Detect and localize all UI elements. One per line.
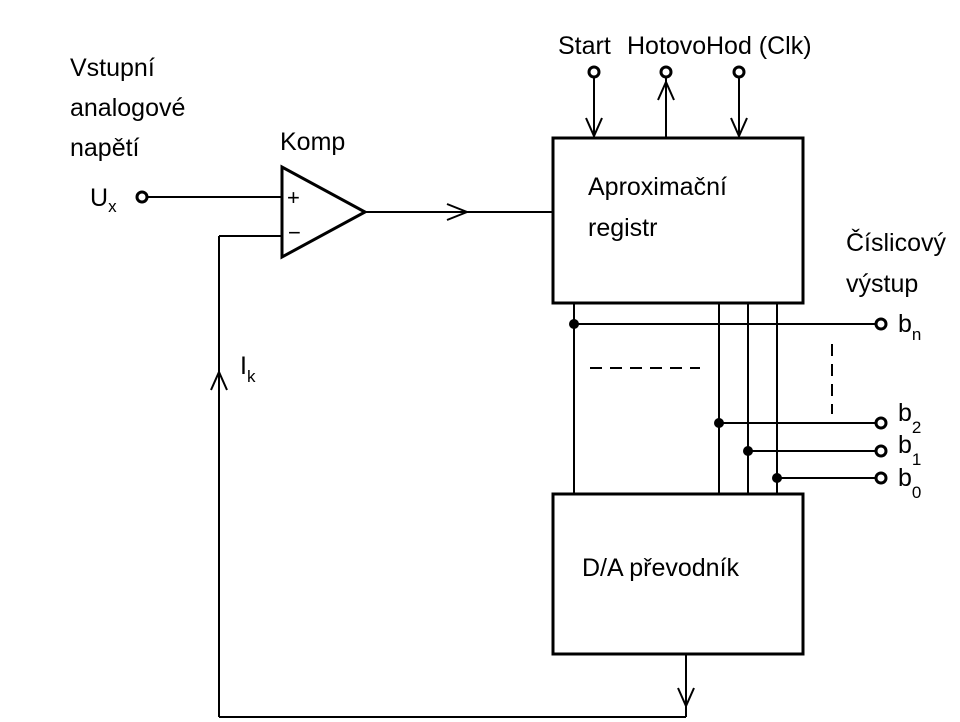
comparator-label: Komp bbox=[280, 128, 345, 156]
start-terminal bbox=[587, 65, 601, 79]
output-label-bn: bn bbox=[898, 310, 921, 344]
junction-bn bbox=[569, 319, 579, 329]
register-label-line-1: Aproximační bbox=[588, 173, 727, 201]
output-label-b2: b2 bbox=[898, 399, 921, 437]
da-converter-label: D/A převodník bbox=[582, 554, 740, 582]
approximation-register-box bbox=[551, 136, 805, 305]
digital-output-label-line-2: výstup bbox=[846, 270, 918, 298]
input-label-line-3: napětí bbox=[70, 134, 140, 162]
hotovo-terminal bbox=[659, 65, 673, 79]
comparator-triangle bbox=[280, 164, 369, 260]
clock-terminal bbox=[732, 65, 746, 79]
digital-output-label-line-1: Číslicový bbox=[846, 228, 947, 257]
feedback-current-label: Ik bbox=[240, 352, 256, 386]
junction-b0 bbox=[772, 473, 782, 483]
start-arrow-icon bbox=[585, 117, 603, 139]
input-terminal bbox=[135, 190, 149, 204]
output-terminal-b0 bbox=[874, 471, 888, 485]
input-label: Vstupní analogové napětí bbox=[70, 54, 185, 162]
input-label-line-2: analogové bbox=[70, 94, 185, 122]
input-label-line-1: Vstupní bbox=[70, 54, 155, 82]
start-label: Start bbox=[558, 32, 611, 60]
dac-output-arrow-icon bbox=[677, 687, 695, 709]
clock-arrow-icon bbox=[730, 117, 748, 139]
output-label-b0: b0 bbox=[898, 464, 921, 502]
output-terminal-b2 bbox=[874, 416, 888, 430]
hotovo-label: Hotovo bbox=[627, 32, 706, 60]
junction-b1 bbox=[743, 446, 753, 456]
feedback-arrow-icon bbox=[210, 369, 228, 391]
comparator-output-arrow bbox=[446, 203, 470, 221]
da-converter-box bbox=[551, 492, 805, 656]
output-terminal-bn bbox=[874, 317, 888, 331]
comparator-plus: + bbox=[287, 185, 300, 210]
output-label-b1: b1 bbox=[898, 431, 921, 469]
hotovo-arrow-icon bbox=[657, 79, 675, 101]
junction-b2 bbox=[714, 418, 724, 428]
input-symbol: Ux bbox=[90, 184, 117, 216]
comparator-minus: − bbox=[288, 220, 301, 245]
clock-label: Hod (Clk) bbox=[706, 32, 812, 60]
register-label-line-2: registr bbox=[588, 214, 657, 242]
output-terminal-b1 bbox=[874, 444, 888, 458]
